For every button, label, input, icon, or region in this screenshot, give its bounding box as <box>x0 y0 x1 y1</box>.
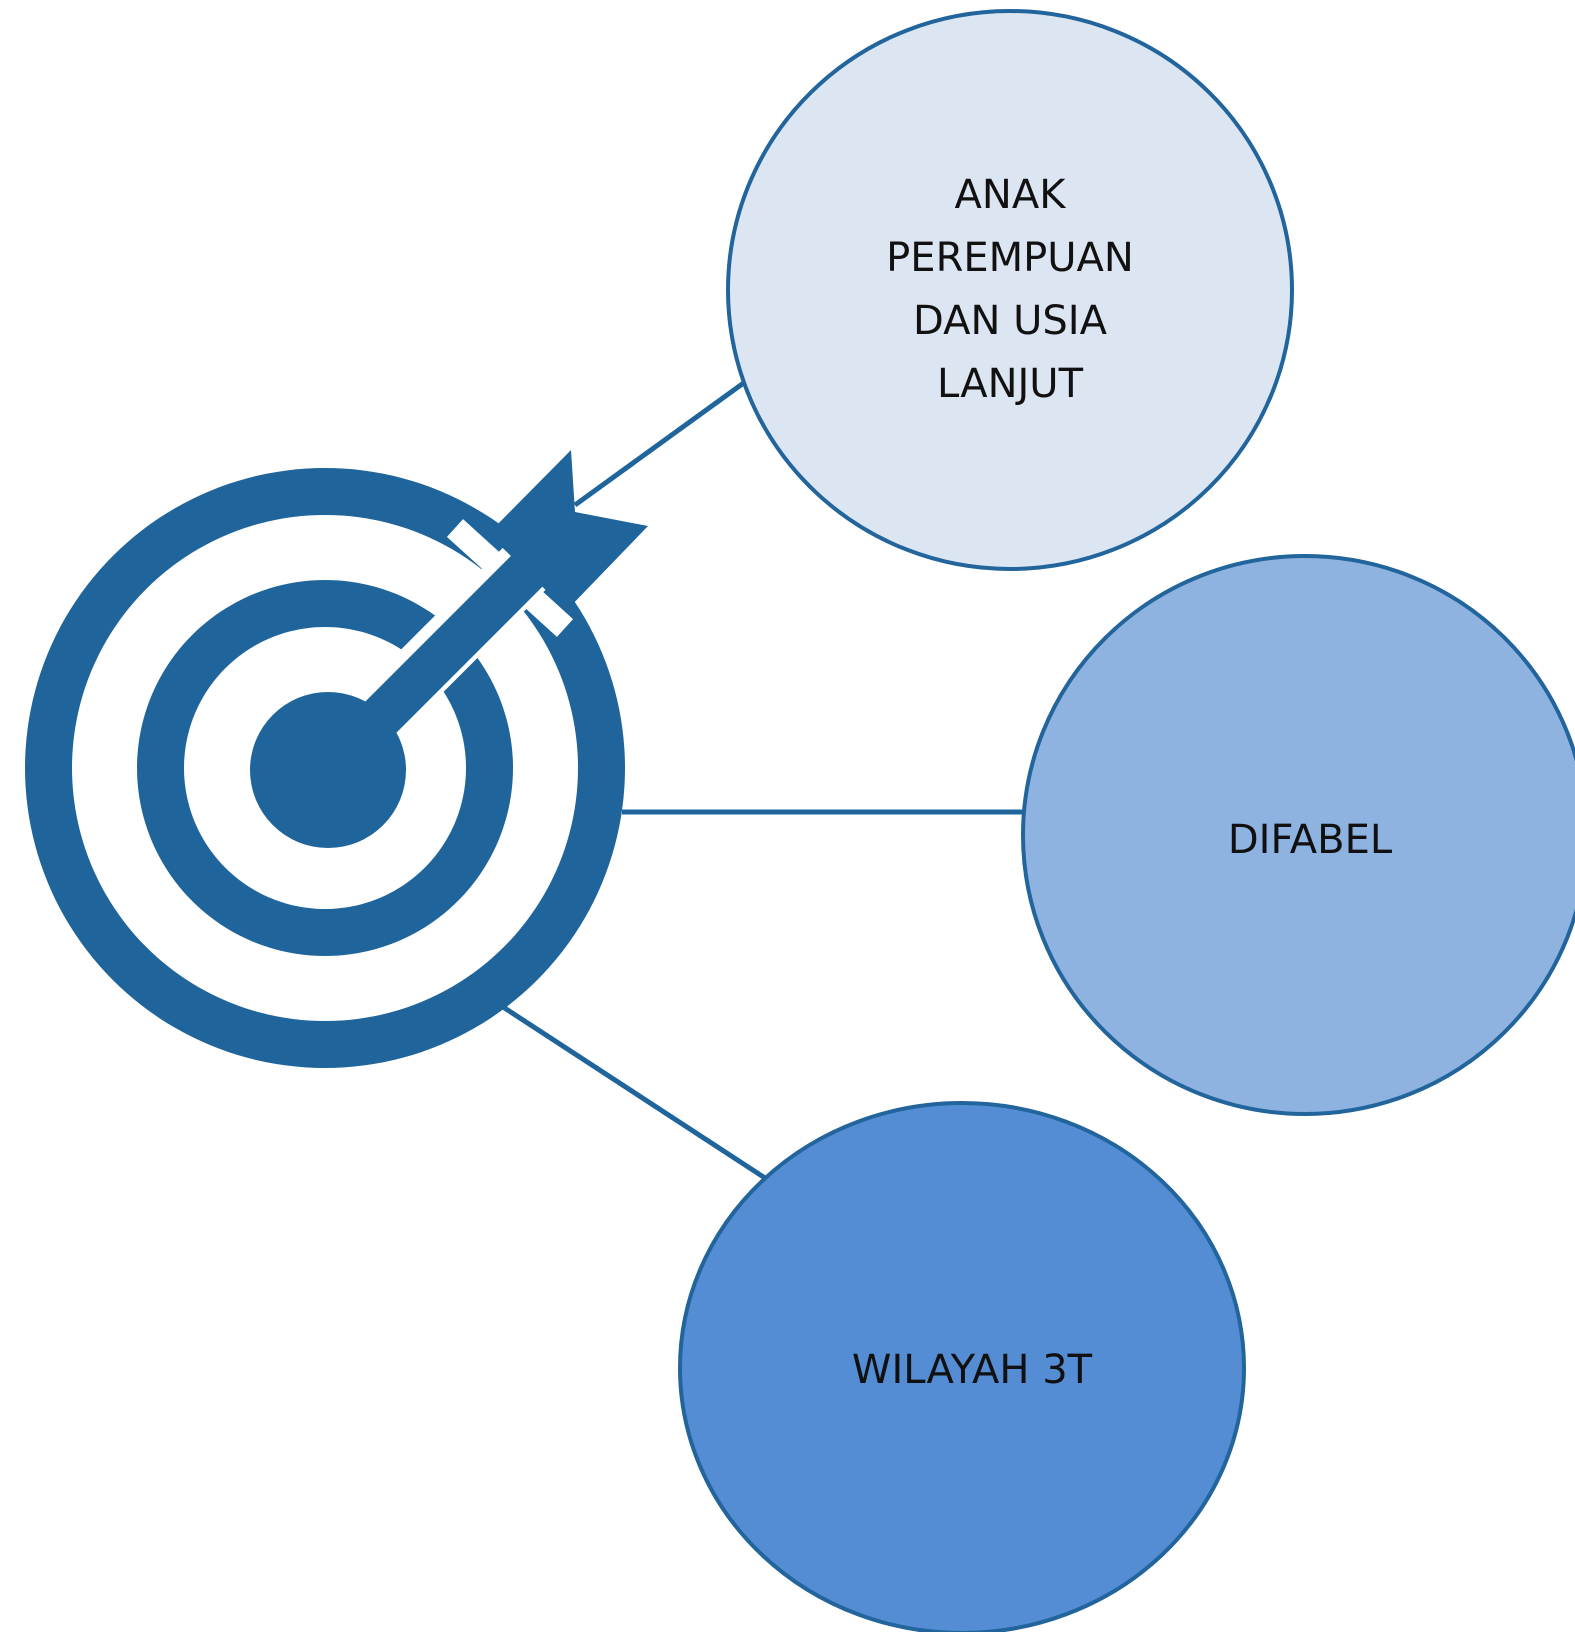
circle-node-1 <box>726 9 1294 571</box>
circle-node-2 <box>1021 554 1575 1116</box>
connector-line-3 <box>498 1002 767 1181</box>
connector-line-1 <box>573 379 747 508</box>
target-with-arrow-icon <box>25 450 648 1069</box>
circle-node-3 <box>678 1101 1246 1632</box>
